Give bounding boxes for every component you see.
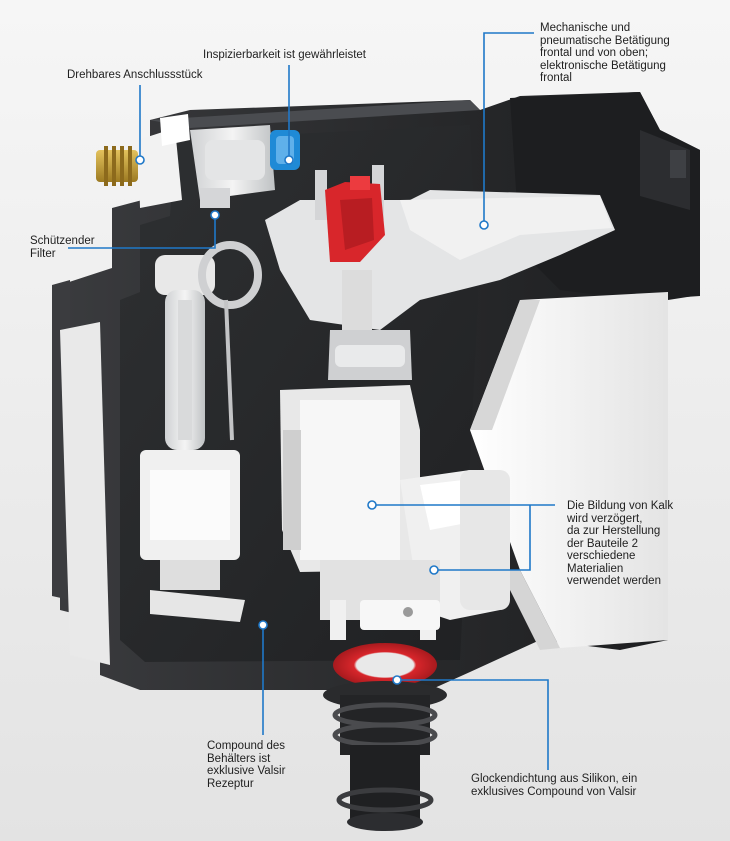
leader-line-scale-2 [434,505,531,571]
label-filter: Schützender Filter [30,235,95,260]
label-actuation: Mechanische und pneumatische Betätigung … [540,22,670,84]
leader-line-actuation [483,32,534,225]
leader-line-filter [68,215,216,249]
swivel-connector [96,114,190,208]
label-inspection: Inspizierbarkeit ist gewährleistet [203,49,366,61]
leader-dot-bell-seal [392,675,402,685]
leader-dot-inspection [284,155,294,165]
leader-dot-scale [367,500,377,510]
leader-line-bell-seal [397,679,549,770]
label-tank-compound: Compound des Behälters ist exklusive Val… [207,740,286,790]
leader-dot-swivel [135,155,145,165]
leader-lines [68,32,555,770]
bell-seal-outlet [323,643,447,831]
leader-dot-actuation [479,220,489,230]
label-bell-seal: Glockendichtung aus Silikon, ein exklusi… [471,773,638,798]
flush-valve [280,270,510,640]
leader-dot-compound [258,620,268,630]
leader-dot-filter [210,210,220,220]
leader-dot-scale-2 [429,565,439,575]
label-swivel-connector: Drehbares Anschlussstück [67,69,203,81]
label-scale-delay: Die Bildung von Kalk wird verzögert, da … [567,500,674,587]
fill-valve [140,241,262,622]
